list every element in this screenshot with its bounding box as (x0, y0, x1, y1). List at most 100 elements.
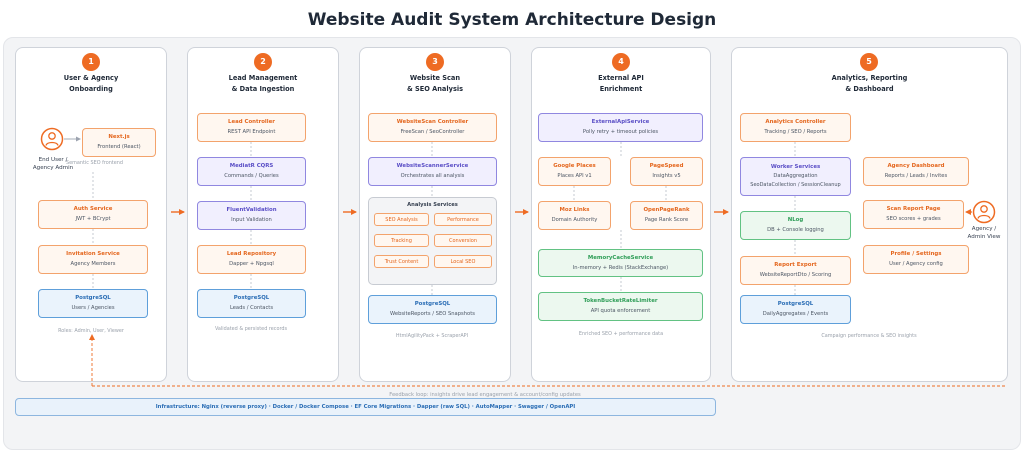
box-title: TokenBucketRateLimiter (583, 298, 658, 304)
user-icon (40, 127, 64, 151)
column-heading-line: User & Agency (63, 74, 119, 82)
agency-dashboard-box: Agency Dashboard Reports / Leads / Invit… (863, 157, 969, 186)
infrastructure-label: Infrastructure: Nginx (reverse proxy) · … (155, 404, 576, 410)
box-title: Moz Links (559, 207, 590, 213)
actor-label: Agency / (971, 226, 997, 232)
actor-label: Agency Admin (32, 165, 74, 171)
box-subtitle: API quota enforcement (590, 308, 651, 314)
box-title: Report Export (774, 262, 817, 268)
analysis-chip-trust-content: Trust Content (374, 255, 429, 268)
box-subtitle: DataAggregation (773, 173, 818, 179)
box-title: Analytics Controller (765, 119, 826, 125)
box-title: MediatR CQRS (229, 163, 274, 169)
column-note: Campaign performance & SEO insights (821, 333, 917, 339)
box-subtitle: WebsiteReports / SEO Snapshots (390, 311, 475, 317)
feedback-loop-label: Feedback loop: insights drive lead engag… (389, 392, 581, 398)
scan-report-page-box: Scan Report Page SEO scores + grades (863, 200, 964, 229)
diagram-title: Website Audit System Architecture Design (307, 10, 717, 30)
analysis-chip-local-seo: Local SEO (434, 255, 492, 268)
box-title: Scan Report Page (886, 206, 941, 212)
websitescan-controller-box: WebsiteScan Controller FreeScan / SeoCon… (368, 113, 497, 142)
box-subtitle: In-memory + Redis (StackExchange) (572, 264, 669, 271)
lead-controller-box: Lead Controller REST API Endpoint (197, 113, 306, 142)
step-number-3: 3 (426, 53, 444, 71)
box-subtitle: REST API Endpoint (227, 129, 276, 135)
aggregates-database-box: PostgreSQL DailyAggregates / Events (740, 295, 851, 324)
box-title: OpenPageRank (643, 207, 690, 213)
box-title: PostgreSQL (233, 295, 270, 301)
leads-database-box: PostgreSQL Leads / Contacts (197, 289, 306, 318)
lead-repository-box: Lead Repository Dapper + Npgsql (197, 245, 306, 274)
rate-limiter-box: TokenBucketRateLimiter API quota enforce… (538, 292, 703, 321)
column-heading-line: Analytics, Reporting (831, 74, 908, 82)
worker-services-box: Worker Services DataAggregation SeoDataC… (740, 157, 851, 196)
admin-user-icon (972, 200, 996, 224)
box-title: ExternalApiService (591, 119, 650, 125)
column-heading-line: & SEO Analysis (406, 85, 464, 93)
column-heading-1: User & Agency Onboarding (15, 73, 167, 95)
profile-settings-box: Profile / Settings User / Agency config (863, 245, 969, 274)
step-number-1: 1 (82, 53, 100, 71)
box-title: Next.js (108, 134, 130, 140)
box-title: PostgreSQL (414, 301, 451, 307)
column-note: Enriched SEO + performance data (578, 331, 664, 337)
frontend-note: Semantic SEO frontend (66, 160, 123, 166)
box-subtitle: FreeScan / SeoController (400, 129, 465, 135)
step-number-2: 2 (254, 53, 272, 71)
actor-label: End User / (38, 157, 68, 163)
box-subtitle: Tracking / SEO / Reports (764, 129, 827, 135)
column-heading-3: Website Scan & SEO Analysis (359, 73, 511, 95)
mediatr-box: MediatR CQRS Commands / Queries (197, 157, 306, 186)
box-subtitle: Insights v5 (652, 173, 681, 179)
website-scanner-service-box: WebsiteScannerService Orchestrates all a… (368, 157, 497, 186)
box-subtitle: Dapper + Npgsql (229, 261, 274, 267)
box-subtitle: Input Validation (231, 217, 272, 223)
reports-database-box: PostgreSQL WebsiteReports / SEO Snapshot… (368, 295, 497, 324)
box-subtitle: JWT + BCrypt (75, 216, 111, 222)
box-title: Lead Controller (228, 119, 275, 125)
box-subtitle: Commands / Queries (224, 173, 279, 179)
moz-links-box: Moz Links Domain Authority (538, 201, 611, 230)
invitation-service-box: Invitation Service Agency Members (38, 245, 148, 274)
box-title: FluentValidation (226, 207, 277, 213)
box-title: Google Places (553, 163, 596, 169)
box-title: Profile / Settings (890, 251, 942, 257)
box-title: WebsiteScannerService (396, 163, 469, 169)
column-heading-line: & Dashboard (845, 85, 894, 93)
box-title: Auth Service (73, 206, 113, 212)
box-subtitle: Orchestrates all analysis (400, 173, 465, 179)
analysis-chip-tracking: Tracking (374, 234, 429, 247)
fluent-validation-box: FluentValidation Input Validation (197, 201, 306, 230)
memory-cache-service-box: MemoryCacheService In-memory + Redis (St… (538, 249, 703, 277)
box-title: Agency Dashboard (887, 163, 945, 169)
column-heading-line: Onboarding (69, 85, 113, 93)
auth-service-box: Auth Service JWT + BCrypt (38, 200, 148, 229)
analytics-controller-box: Analytics Controller Tracking / SEO / Re… (740, 113, 851, 142)
actor-label: Admin View (967, 234, 1001, 240)
analysis-chip-seo: SEO Analysis (374, 213, 429, 226)
box-subtitle: User / Agency config (889, 261, 943, 267)
step-number-5: 5 (860, 53, 878, 71)
box-title: Lead Repository (226, 251, 277, 257)
box-subtitle: Places API v1 (557, 173, 592, 179)
box-title: PostgreSQL (75, 295, 111, 301)
box-title: PageSpeed (649, 163, 684, 169)
box-subtitle: Page Rank Score (644, 217, 689, 223)
users-database-box: PostgreSQL Users / Agencies (38, 289, 148, 318)
box-title: MemoryCacheService (587, 254, 654, 261)
column-heading-5: Analytics, Reporting & Dashboard (731, 73, 1008, 95)
column-heading-line: & Data Ingestion (231, 85, 295, 93)
box-subtitle: Leads / Contacts (229, 305, 274, 311)
column-note: Validated & persisted records (214, 326, 288, 332)
external-api-service-box: ExternalApiService Polly retry + timeout… (538, 113, 703, 142)
infrastructure-bar: Infrastructure: Nginx (reverse proxy) · … (15, 398, 716, 416)
column-heading-line: External API (598, 74, 644, 82)
box-title: PostgreSQL (777, 301, 814, 307)
box-title: Worker Services (770, 164, 821, 170)
step-number-4: 4 (612, 53, 630, 71)
group-title: Analysis Services (407, 202, 458, 208)
box-title: WebsiteScan Controller (396, 119, 469, 125)
box-subtitle: Users / Agencies (71, 305, 115, 311)
column-heading-line: Website Scan (409, 74, 461, 82)
openpagerank-box: OpenPageRank Page Rank Score (630, 201, 703, 230)
